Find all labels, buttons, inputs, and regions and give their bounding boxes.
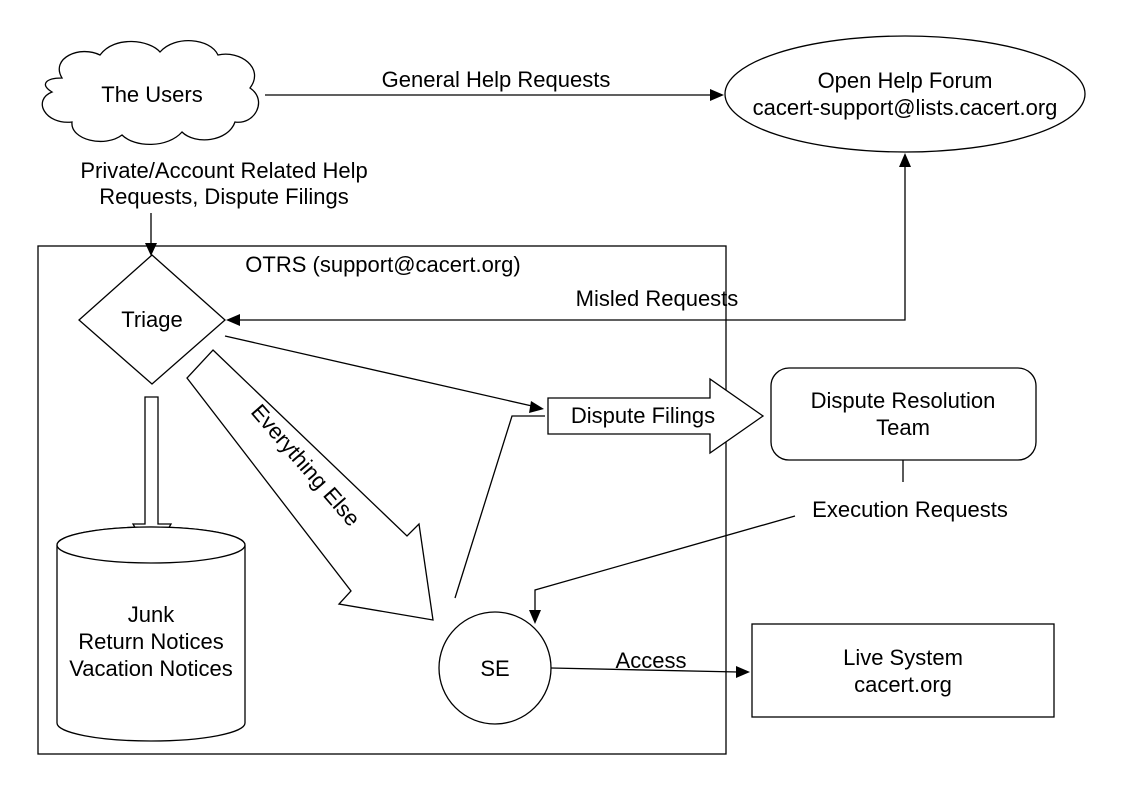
private-label-line2: Requests, Dispute Filings: [99, 184, 348, 209]
misled-edge: [238, 165, 906, 321]
dispute-team-label-line2: Team: [876, 415, 930, 440]
live-label-line1: Live System: [843, 645, 963, 670]
access-arrowhead: [736, 666, 750, 678]
dispute-filings-label: Dispute Filings: [571, 403, 715, 428]
dispute-filings-arrow: [547, 377, 765, 455]
misled-label: Misled Requests: [576, 286, 739, 311]
private-arrowhead: [145, 243, 157, 256]
execution-arrowhead: [529, 610, 541, 624]
users-label: The Users: [101, 82, 202, 107]
general-help-arrowhead: [710, 89, 724, 101]
misled-up-arrowhead: [899, 153, 911, 167]
everything-else-arrow: [186, 349, 434, 621]
open-help-forum-node: [724, 35, 1086, 153]
junk-top: [56, 526, 246, 564]
triage-node: [78, 254, 226, 385]
dispute-resolution-team-node: [770, 367, 1037, 461]
se-to-dispute-edge: [454, 415, 545, 599]
junk-label-line2: Return Notices: [78, 629, 224, 654]
triage-label: Triage: [121, 307, 183, 332]
triage-to-dispute-arrowhead: [529, 401, 544, 413]
live-label-line2: cacert.org: [854, 672, 952, 697]
live-system-node: [751, 623, 1055, 718]
private-label-line1: Private/Account Related Help: [80, 158, 367, 183]
general-help-label: General Help Requests: [382, 67, 611, 92]
junk-label-line1: Junk: [128, 602, 175, 627]
access-edge: [550, 667, 739, 673]
forum-label-line2: cacert-support@lists.cacert.org: [753, 95, 1058, 120]
access-label: Access: [616, 648, 687, 673]
execution-label: Execution Requests: [812, 497, 1008, 522]
se-label: SE: [480, 656, 509, 681]
forum-label-line1: Open Help Forum: [818, 68, 993, 93]
execution-edge: [534, 515, 796, 612]
misled-left-arrowhead: [226, 314, 240, 326]
dispute-team-label-line1: Dispute Resolution: [811, 388, 996, 413]
users-cloud: [41, 40, 260, 146]
triage-to-dispute-edge: [224, 335, 533, 407]
otrs-label: OTRS (support@cacert.org): [245, 252, 520, 277]
junk-label-line3: Vacation Notices: [69, 656, 232, 681]
